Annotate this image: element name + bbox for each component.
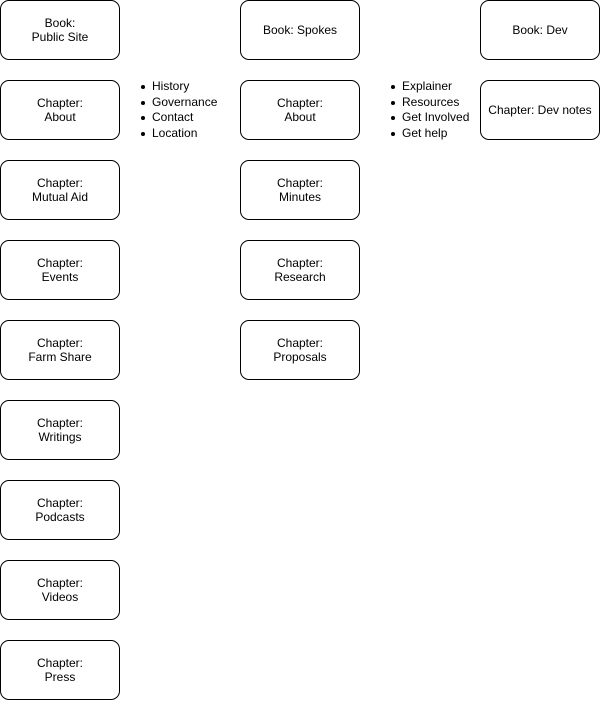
chapter-press: Chapter: Press <box>0 640 120 700</box>
node-label: Chapter: Farm Share <box>28 336 92 364</box>
node-label: Chapter: Videos <box>36 576 84 604</box>
node-label: Chapter: About <box>276 96 324 124</box>
list-item: Governance <box>140 95 217 111</box>
public-about-topic-list: History Governance Contact Location <box>140 79 217 141</box>
chapter-mutual-aid: Chapter: Mutual Aid <box>0 160 120 220</box>
node-label: Chapter: Research <box>274 256 326 284</box>
node-label: Book: Dev <box>512 23 568 37</box>
node-label: Chapter: Proposals <box>273 336 327 364</box>
node-label: Chapter: Podcasts <box>35 496 85 524</box>
list-item: Get help <box>390 126 469 142</box>
chapter-podcasts: Chapter: Podcasts <box>0 480 120 540</box>
chapter-events: Chapter: Events <box>0 240 120 300</box>
book-public-site: Book: Public Site <box>0 0 120 60</box>
chapter-farm-share: Chapter: Farm Share <box>0 320 120 380</box>
chapter-proposals: Chapter: Proposals <box>240 320 360 380</box>
node-label: Chapter: Minutes <box>276 176 324 204</box>
chapter-dev-notes: Chapter: Dev notes <box>480 80 600 140</box>
list-item: Contact <box>140 110 217 126</box>
list-item: History <box>140 79 217 95</box>
chapter-about: Chapter: About <box>0 80 120 140</box>
chapter-research: Chapter: Research <box>240 240 360 300</box>
node-label: Chapter: About <box>36 96 84 124</box>
list-item: Explainer <box>390 79 469 95</box>
node-label: Chapter: Mutual Aid <box>31 176 89 204</box>
node-label: Chapter: Events <box>36 256 84 284</box>
chapter-writings: Chapter: Writings <box>0 400 120 460</box>
node-label: Chapter: Dev notes <box>488 103 592 117</box>
chapter-about: Chapter: About <box>240 80 360 140</box>
book-spokes: Book: Spokes <box>240 0 360 60</box>
node-label: Book: Public Site <box>31 16 89 44</box>
node-label: Chapter: Writings <box>36 416 84 444</box>
chapter-minutes: Chapter: Minutes <box>240 160 360 220</box>
chapter-videos: Chapter: Videos <box>0 560 120 620</box>
node-label: Book: Spokes <box>262 23 338 37</box>
book-dev: Book: Dev <box>480 0 600 60</box>
list-item: Location <box>140 126 217 142</box>
list-item: Resources <box>390 95 469 111</box>
node-label: Chapter: Press <box>36 656 84 684</box>
spokes-about-topic-list: Explainer Resources Get Involved Get hel… <box>390 79 469 141</box>
list-item: Get Involved <box>390 110 469 126</box>
